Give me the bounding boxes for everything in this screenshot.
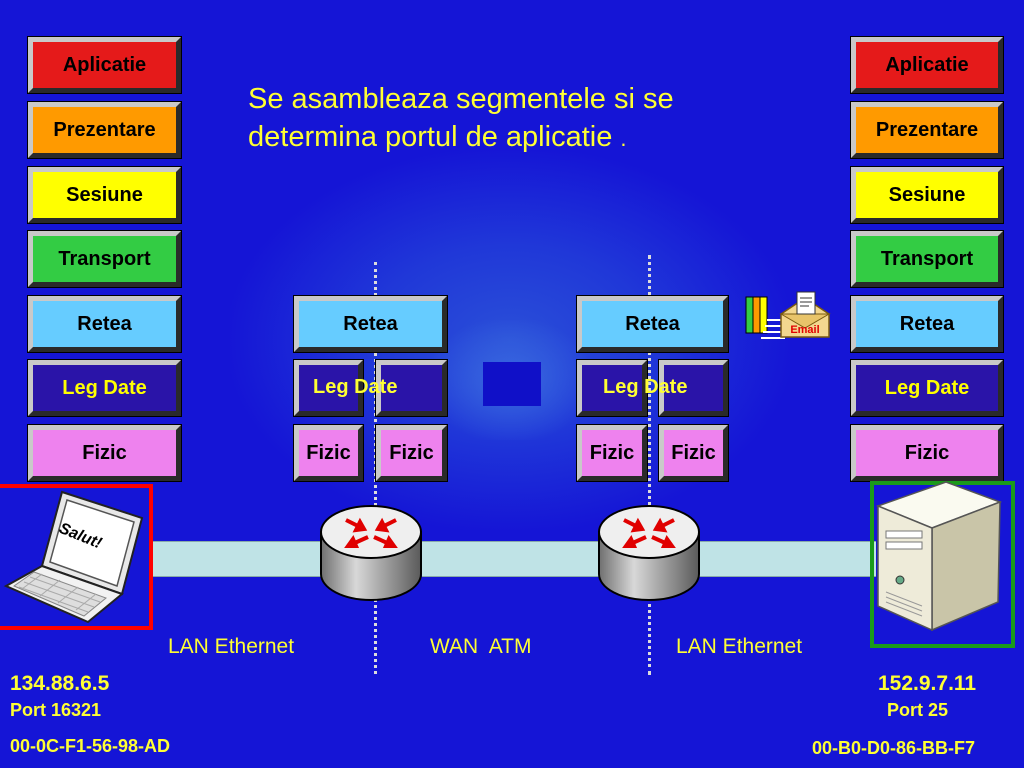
right-layer-fizic: Fizic xyxy=(851,425,1003,481)
left-layer-retea-label: Retea xyxy=(77,312,132,335)
router2-leg-date-a xyxy=(577,360,647,416)
router1-retea: Retea xyxy=(294,296,447,352)
network-label-wan: WAN ATM xyxy=(430,635,532,658)
slide-title: Se asambleaza segmentele si se determina… xyxy=(248,80,808,158)
left-layer-retea: Retea xyxy=(28,296,181,352)
host-left-port: Port 16321 xyxy=(10,700,102,720)
left-layer-fizic: Fizic xyxy=(28,425,181,481)
router1-leg-date-label: Leg Date xyxy=(313,376,398,398)
center-dark-square xyxy=(483,362,541,406)
router1-fizic-a-label: Fizic xyxy=(306,441,351,464)
right-layer-prezentare-label: Prezentare xyxy=(875,118,979,141)
left-layer-transport: Transport xyxy=(28,231,181,287)
router1-fizic-b: Fizic xyxy=(376,425,447,481)
right-layer-leg-date-label: Leg Date xyxy=(884,376,970,399)
left-layer-leg-date: Leg Date xyxy=(28,360,181,416)
left-layer-fizic-label: Fizic xyxy=(82,441,127,464)
router2-fizic-b-label: Fizic xyxy=(671,441,716,464)
router-icon xyxy=(598,505,700,601)
router2-leg-date-label: Leg Date xyxy=(603,376,688,398)
host-left-ip: 134.88.6.5 xyxy=(10,672,110,695)
router1-leg-date-a xyxy=(294,360,363,416)
right-layer-retea-label: Retea xyxy=(899,312,955,335)
router2-fizic-a: Fizic xyxy=(577,425,647,481)
router2-retea-label: Retea xyxy=(625,312,680,335)
router2-leg-date-b xyxy=(659,360,728,416)
right-layer-leg-date: Leg Date xyxy=(851,360,1003,416)
router1-retea-label: Retea xyxy=(343,312,398,335)
left-layer-leg-date-label: Leg Date xyxy=(62,376,147,399)
email-envelope-icon: Email xyxy=(745,291,831,339)
network-label-lan-right: LAN Ethernet xyxy=(676,635,803,658)
server-icon xyxy=(875,481,1003,632)
separator-left-dotted xyxy=(374,262,377,674)
right-layer-sesiune: Sesiune xyxy=(851,167,1003,223)
laptop-frame xyxy=(0,484,153,630)
right-layer-transport-label: Transport xyxy=(880,247,974,270)
laptop-icon: Salut! xyxy=(3,490,144,624)
host-right-mac: 00-B0-D0-86-BB-F7 xyxy=(812,738,976,758)
left-layer-aplicatie: Aplicatie xyxy=(28,37,181,93)
left-layer-prezentare-label: Prezentare xyxy=(53,118,156,141)
router2-retea: Retea xyxy=(577,296,728,352)
router1-fizic-b-label: Fizic xyxy=(389,441,434,464)
right-layer-sesiune-label: Sesiune xyxy=(888,183,966,206)
left-layer-aplicatie-label: Aplicatie xyxy=(62,53,147,76)
router1-fizic-a: Fizic xyxy=(294,425,363,481)
right-layer-aplicatie-label: Aplicatie xyxy=(885,53,969,76)
host-right-port: Port 25 xyxy=(887,700,949,720)
router-icon xyxy=(320,505,422,601)
host-left-mac: 00-0C-F1-56-98-AD xyxy=(10,736,171,756)
network-label-lan-left: LAN Ethernet xyxy=(168,635,295,658)
cable-lan-right xyxy=(698,541,876,577)
left-layer-prezentare: Prezentare xyxy=(28,102,181,158)
left-layer-sesiune-label: Sesiune xyxy=(66,183,143,206)
right-layer-retea: Retea xyxy=(851,296,1003,352)
title-line-1: Se asambleaza segmentele si se xyxy=(248,83,674,115)
router1-leg-date-b xyxy=(376,360,447,416)
right-layer-transport: Transport xyxy=(851,231,1003,287)
left-layer-sesiune: Sesiune xyxy=(28,167,181,223)
separator-right-dotted xyxy=(648,255,651,675)
cable-lan-left xyxy=(150,541,330,577)
router2-fizic-b: Fizic xyxy=(659,425,728,481)
email-label: Email xyxy=(790,324,819,336)
right-layer-fizic-label: Fizic xyxy=(904,441,950,464)
host-right-ip: 152.9.7.11 xyxy=(878,672,977,695)
router2-fizic-a-label: Fizic xyxy=(589,441,635,464)
left-layer-transport-label: Transport xyxy=(58,247,151,270)
cable-wan xyxy=(422,541,608,577)
title-line-2-text: determina portul de aplicatie xyxy=(248,121,613,153)
right-layer-prezentare: Prezentare xyxy=(851,102,1003,158)
right-layer-aplicatie: Aplicatie xyxy=(851,37,1003,93)
title-dot: . xyxy=(620,126,627,151)
title-line-2: determina portul de aplicatie . xyxy=(248,118,808,158)
